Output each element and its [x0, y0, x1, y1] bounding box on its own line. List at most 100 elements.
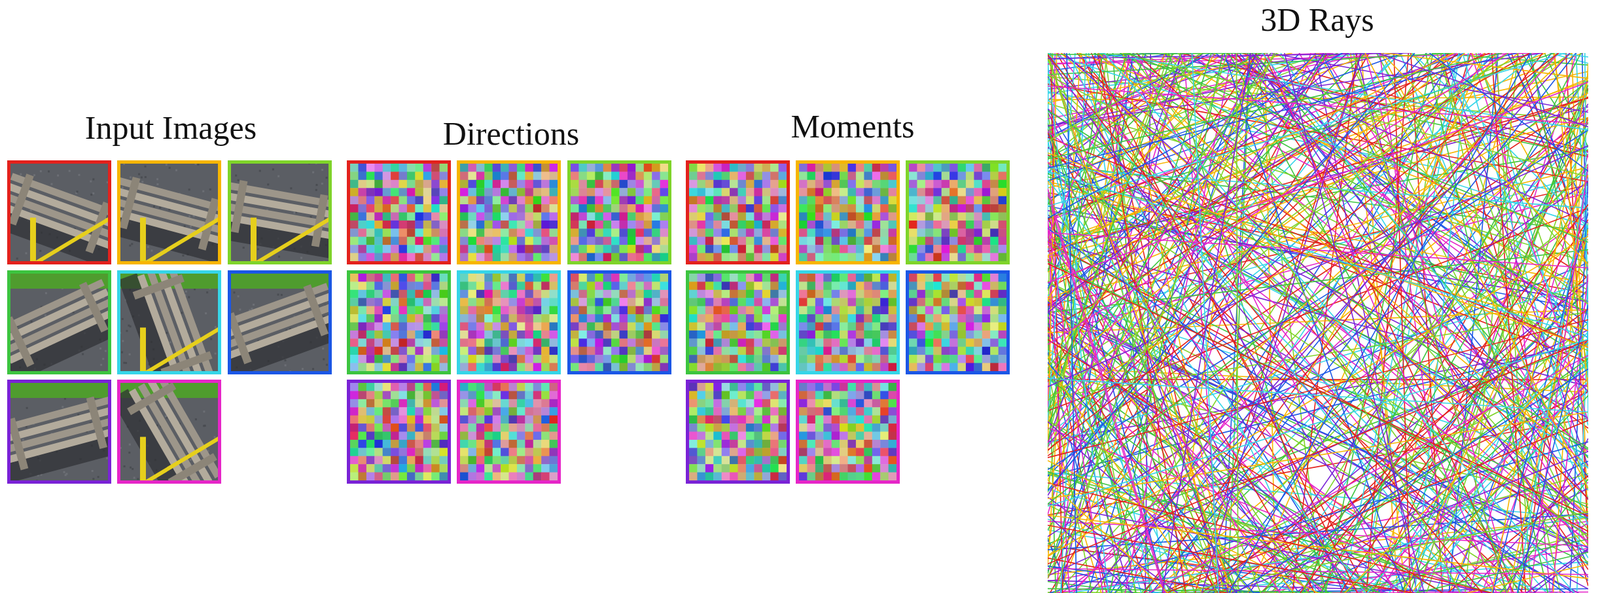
ray-line — [1235, 369, 1589, 593]
ray-line — [1047, 166, 1589, 537]
grid-border — [687, 272, 789, 374]
ray-line — [1047, 460, 1318, 593]
ray-line — [1047, 249, 1589, 313]
image-border — [9, 272, 110, 374]
ray-line — [1047, 232, 1589, 269]
moment-grid — [907, 162, 1009, 264]
ray-line — [1047, 479, 1169, 593]
moment-grid — [687, 381, 789, 483]
moment-grid — [797, 272, 899, 374]
ray-line — [1148, 355, 1589, 593]
grid-border — [907, 272, 1009, 374]
image-border — [9, 381, 110, 483]
ray-line — [1262, 53, 1589, 469]
image-border — [9, 162, 110, 264]
ray-line — [1047, 55, 1414, 593]
direction-grid — [348, 162, 450, 264]
ray-line — [1300, 204, 1589, 593]
ray-line — [1119, 53, 1589, 314]
moment-grid — [797, 381, 899, 483]
input-image — [110, 367, 226, 507]
ray-line — [1047, 53, 1343, 219]
ray-line — [1047, 338, 1589, 506]
ray-line — [1302, 53, 1582, 593]
ray-line — [1047, 53, 1508, 430]
ray-line — [1047, 53, 1269, 55]
ray-line — [1231, 451, 1589, 593]
panel-heading: Moments — [791, 108, 915, 145]
image-border — [229, 272, 331, 374]
ray-line — [1047, 339, 1589, 564]
ray-line — [1047, 515, 1589, 579]
ray-line — [1073, 53, 1559, 593]
ray-line — [1429, 53, 1589, 172]
ray-line — [1425, 53, 1549, 593]
grid-border — [687, 381, 789, 483]
grid-border — [797, 272, 899, 374]
ray-line — [1047, 362, 1254, 593]
moment-grid — [687, 272, 789, 374]
image-border — [229, 162, 331, 264]
ray-line — [1047, 179, 1366, 593]
ray-line — [1047, 193, 1165, 593]
ray-line — [1047, 301, 1589, 589]
ray-line — [1047, 378, 1589, 412]
ray-line — [1047, 53, 1324, 496]
image-border — [119, 272, 220, 374]
ray-line — [1353, 53, 1508, 593]
ray-line — [1209, 53, 1589, 223]
ray-line — [1099, 53, 1589, 315]
ray-line — [1047, 53, 1202, 142]
ray-line — [1066, 53, 1077, 593]
grid-border — [458, 381, 560, 483]
ray-line — [1415, 388, 1589, 593]
ray-line — [1047, 53, 1173, 413]
input-image — [0, 270, 129, 383]
grid-border — [348, 272, 450, 374]
panel-heading: Input Images — [85, 109, 257, 146]
ray-line — [1047, 312, 1589, 398]
ray-line — [1178, 53, 1461, 593]
direction-grid — [458, 272, 560, 374]
ray-line — [1381, 53, 1589, 265]
ray-line — [1529, 164, 1589, 593]
grid-border — [569, 162, 671, 264]
ray-line — [1047, 54, 1483, 593]
direction-grid — [569, 272, 671, 374]
ray-line — [1091, 53, 1358, 593]
grid-border — [797, 381, 899, 483]
input-image — [100, 160, 237, 265]
direction-grid — [569, 162, 671, 264]
input-image — [0, 160, 129, 269]
ray-line — [1047, 411, 1589, 498]
ray-line — [1047, 161, 1400, 593]
ray-line — [1344, 342, 1589, 593]
grid-border — [458, 272, 560, 374]
direction-grid — [458, 381, 560, 483]
ray-line — [1047, 81, 1589, 283]
grid-border — [907, 162, 1009, 264]
ray-line — [1201, 53, 1362, 593]
ray-line — [1411, 53, 1589, 280]
image-border — [119, 381, 220, 483]
ray-line — [1321, 122, 1589, 593]
ray-line — [1047, 85, 1589, 124]
ray-line — [1103, 53, 1575, 593]
ray-line — [1047, 515, 1133, 593]
ray-line — [1047, 53, 1502, 160]
panel-heading: 3D Rays — [1260, 1, 1375, 38]
ray-line — [1047, 376, 1244, 593]
ray-line — [1367, 331, 1589, 593]
ray-line — [1183, 53, 1220, 593]
ray-line — [1162, 53, 1251, 593]
moment-grid — [907, 272, 1009, 374]
ray-plot — [1047, 53, 1589, 593]
direction-grid — [348, 272, 450, 374]
ray-line — [1047, 193, 1123, 593]
ray-line — [1047, 53, 1415, 491]
ray-line — [1177, 511, 1589, 593]
ray-line — [1047, 525, 1413, 593]
grid-border — [458, 162, 560, 264]
ray-line — [1365, 53, 1589, 489]
